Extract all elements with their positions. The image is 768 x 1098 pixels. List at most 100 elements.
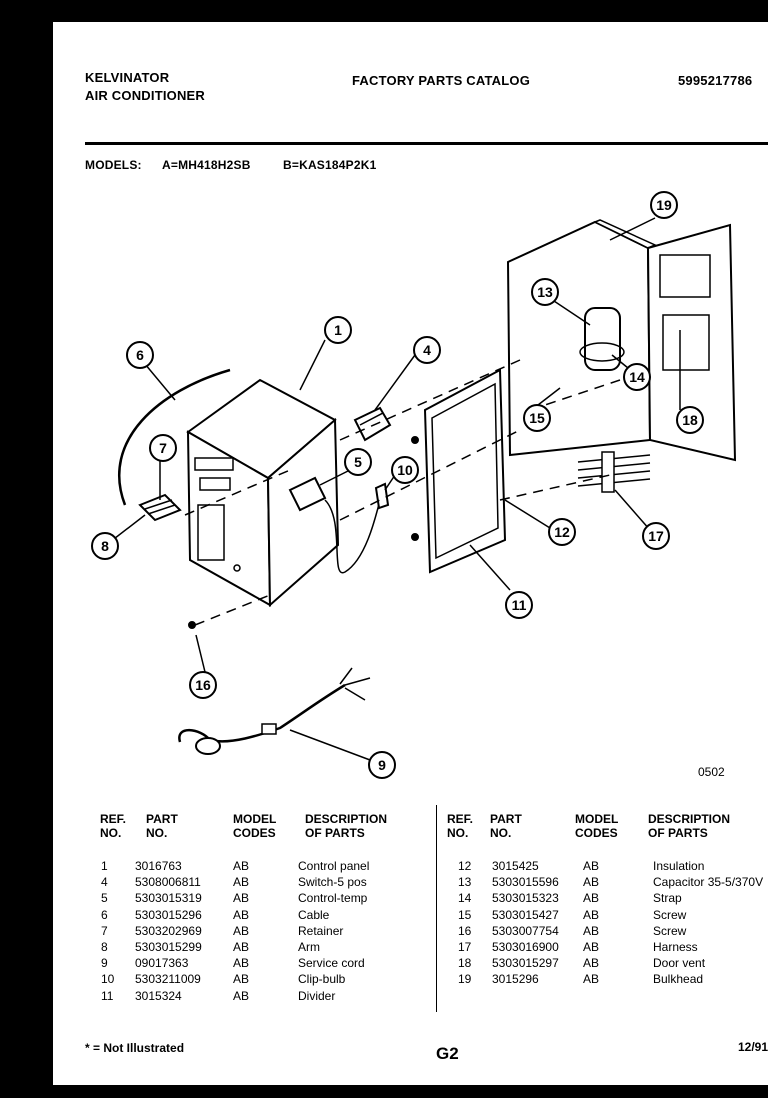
right-row-part-cell: 3015296 xyxy=(492,972,539,987)
callout-11: 11 xyxy=(505,591,533,619)
left-row-ref-cell: 1 xyxy=(101,859,108,873)
table-column-divider xyxy=(436,805,437,1012)
right-row-desc-cell: Bulkhead xyxy=(653,972,704,987)
right-row-desc-cell: Insulation xyxy=(653,859,705,873)
callout-17: 17 xyxy=(642,522,670,550)
callout-8: 8 xyxy=(91,532,119,560)
callout-12: 12 xyxy=(548,518,576,546)
left-row-codes-cell: AB xyxy=(233,875,250,890)
svg-text:7: 7 xyxy=(159,440,167,456)
right-row-ref-cell: 13 xyxy=(458,875,472,890)
brand-name: KELVINATOR xyxy=(85,70,170,85)
svg-text:4: 4 xyxy=(423,342,431,358)
left-row-part-cell: 09017363 xyxy=(135,956,189,971)
callout-16: 16 xyxy=(189,671,217,699)
callout-7: 7 xyxy=(149,434,177,462)
hdr-desc-left-2: OF PARTS xyxy=(305,826,365,840)
product-name: AIR CONDITIONER xyxy=(85,88,205,103)
left-row-part-cell: 5303202969 xyxy=(135,923,202,938)
left-row-codes-cell: AB xyxy=(233,972,250,987)
left-row-desc-cell: Control panel xyxy=(298,859,370,873)
hdr-ref-left-2: NO. xyxy=(100,826,122,840)
right-row-desc-cell: Door vent xyxy=(653,956,706,971)
right-row-ref-cell: 19 xyxy=(458,972,472,987)
right-row-part-cell: 5303015323 xyxy=(492,891,559,906)
hdr-ref-right-2: NO. xyxy=(447,826,469,840)
left-row-desc-cell: Control-temp xyxy=(298,891,368,906)
left-row-ref-cell: 6 xyxy=(101,907,108,922)
svg-text:18: 18 xyxy=(682,412,698,428)
model-a: A=MH418H2SB xyxy=(162,158,251,172)
right-row-codes-cell: AB xyxy=(583,859,600,873)
right-row-ref-cell: 16 xyxy=(458,923,472,938)
arm-drawing xyxy=(138,493,182,522)
right-row-codes-cell: AB xyxy=(583,956,600,971)
model-b: B=KAS184P2K1 xyxy=(283,158,377,172)
control-panel-drawing xyxy=(186,378,340,608)
left-row-ref-cell: 7 xyxy=(101,923,108,938)
svg-text:16: 16 xyxy=(195,677,211,693)
right-row-ref-cell: 15 xyxy=(458,907,472,922)
svg-text:10: 10 xyxy=(397,462,413,478)
hdr-part-left-2: NO. xyxy=(146,826,168,840)
left-row-part-cell: 5303015319 xyxy=(135,891,202,906)
right-row-part-cell: 5303015596 xyxy=(492,875,559,890)
left-row-ref-cell: 10 xyxy=(101,972,115,987)
left-row-part-cell: 3016763 xyxy=(135,859,182,873)
svg-text:15: 15 xyxy=(529,410,545,426)
capacitor-drawing xyxy=(579,307,625,371)
left-row-codes-cell: AB xyxy=(233,891,250,906)
right-row-part-cell: 3015425 xyxy=(492,859,539,873)
svg-text:19: 19 xyxy=(656,197,672,213)
left-row-desc-cell: Service cord xyxy=(298,956,365,971)
harness-drawing xyxy=(577,451,651,493)
hdr-part-left-1: PART xyxy=(146,812,178,826)
right-row-desc-cell: Capacitor 35-5/370V xyxy=(653,875,764,890)
left-row-ref-cell: 9 xyxy=(101,956,108,971)
service-cord-drawing xyxy=(178,667,371,755)
right-row-part-cell: 5303015427 xyxy=(492,907,559,922)
left-row-desc-cell: Clip-bulb xyxy=(298,972,346,987)
left-row-ref-cell: 11 xyxy=(101,988,114,1003)
left-row-codes-cell: AB xyxy=(233,907,250,922)
svg-text:1: 1 xyxy=(334,322,342,338)
right-row-codes-cell: AB xyxy=(583,907,600,922)
left-row-part-cell: 5303015296 xyxy=(135,907,202,922)
footnote: * = Not Illustrated xyxy=(85,1041,185,1055)
hdr-ref-left-1: REF. xyxy=(100,812,127,826)
catalog-date: 12/91 xyxy=(738,1040,768,1054)
hdr-desc-right-1: DESCRIPTION xyxy=(648,812,731,826)
header-rule xyxy=(85,142,768,145)
right-row-codes-cell: AB xyxy=(583,891,600,906)
hdr-part-right-2: NO. xyxy=(490,826,512,840)
svg-text:17: 17 xyxy=(648,528,664,544)
left-row-desc-cell: Divider xyxy=(298,988,336,1003)
right-row-part-cell: 5303015297 xyxy=(492,956,559,971)
scan-border-bottom xyxy=(53,1085,768,1098)
hdr-ref-right-1: REF. xyxy=(447,812,474,826)
left-row-part-cell: 5303211009 xyxy=(135,972,201,987)
bulkhead-drawing xyxy=(506,219,737,462)
right-row-codes-cell: AB xyxy=(583,940,600,954)
hdr-part-right-1: PART xyxy=(490,812,522,826)
left-row-ref-cell: 5 xyxy=(101,891,108,906)
callout-10: 10 xyxy=(391,456,419,484)
left-row-desc-cell: Retainer xyxy=(298,923,344,938)
hdr-codes-left-2: CODES xyxy=(233,826,276,840)
left-row-part-cell: 3015324 xyxy=(135,988,182,1003)
right-row-ref-cell: 18 xyxy=(458,956,472,971)
callout-14: 14 xyxy=(623,363,651,391)
left-row-codes-cell: AB xyxy=(233,988,250,1003)
svg-text:12: 12 xyxy=(554,524,570,540)
svg-text:5: 5 xyxy=(354,454,362,470)
svg-text:9: 9 xyxy=(378,757,386,773)
hdr-codes-right-1: MODEL xyxy=(575,812,619,826)
left-row-codes-cell: AB xyxy=(233,956,250,971)
callout-19: 19 xyxy=(650,191,678,219)
exploded-parts-diagram: 14567891011121314151617181916 0502 xyxy=(91,191,737,779)
scan-border-top xyxy=(53,0,768,22)
left-row-codes-cell: AB xyxy=(233,940,250,954)
hdr-desc-right-2: OF PARTS xyxy=(648,826,708,840)
left-row-ref-cell: 4 xyxy=(101,875,108,890)
